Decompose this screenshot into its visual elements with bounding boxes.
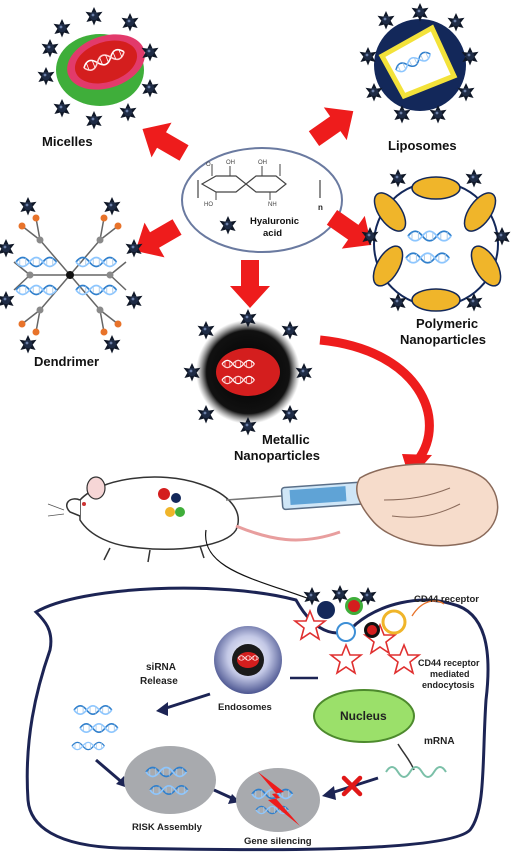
metallic-nanoparticle bbox=[183, 309, 313, 436]
liposome-nanoparticle bbox=[359, 3, 479, 124]
hyaluronic-acid-label: Hyaluronic bbox=[250, 216, 299, 227]
svg-text:HO: HO bbox=[204, 202, 213, 208]
hyaluronic-acid-label-2: acid bbox=[263, 228, 282, 239]
endocytosis-label-2: mediated bbox=[430, 669, 470, 679]
to-risk-arrow bbox=[95, 758, 125, 786]
nucleus-label: Nucleus bbox=[340, 709, 387, 723]
dendrimer-label: Dendrimer bbox=[34, 354, 99, 369]
sirna-release-label-2: Release bbox=[140, 676, 178, 687]
cd44-receptors bbox=[294, 585, 420, 674]
arrow-to-dendrimer bbox=[125, 209, 188, 269]
svg-text:OH: OH bbox=[226, 160, 235, 166]
dendrimer-nanoparticle bbox=[0, 197, 143, 354]
endocytosis-label-1: CD44 receptor bbox=[418, 658, 480, 668]
blocked-x-icon bbox=[341, 775, 363, 797]
sirna-release-label-1: siRNA bbox=[146, 662, 176, 673]
arrow-to-liposomes bbox=[302, 94, 365, 156]
arrow-to-metallic bbox=[230, 260, 270, 308]
polymeric-nanoparticle bbox=[361, 169, 511, 312]
arrow-to-micelles bbox=[132, 111, 195, 171]
polymer-subscript: n bbox=[318, 203, 323, 212]
syringe-illustration bbox=[225, 463, 499, 547]
svg-text:OH: OH bbox=[258, 160, 267, 166]
svg-text:O: O bbox=[206, 162, 211, 168]
release-arrow bbox=[159, 692, 211, 712]
gene-silencing bbox=[236, 768, 320, 832]
polymeric-label-2: Nanoparticles bbox=[400, 332, 486, 347]
risk-assembly-label: RISK Assembly bbox=[132, 822, 203, 833]
svg-text:NH: NH bbox=[268, 202, 277, 208]
polymeric-label: Polymeric bbox=[416, 316, 478, 331]
liposomes-label: Liposomes bbox=[388, 138, 457, 153]
mrna-label: mRNA bbox=[424, 736, 455, 747]
incoming-nanoparticles bbox=[303, 585, 407, 642]
micelles-label: Micelles bbox=[42, 134, 93, 149]
mouse-illustration bbox=[47, 476, 341, 563]
risk-assembly bbox=[124, 746, 216, 814]
micelle-nanoparticle bbox=[37, 7, 159, 130]
endocytosis-label-3: endocytosis bbox=[422, 680, 475, 690]
cd44-receptor-label: CD44 receptor bbox=[414, 594, 479, 605]
nucleus: Nucleus bbox=[313, 689, 415, 743]
endosomes-label: Endosomes bbox=[218, 702, 272, 713]
zoom-connector bbox=[205, 529, 313, 601]
gene-silencing-label: Gene silencing bbox=[244, 836, 312, 847]
metallic-label-2: Nanoparticles bbox=[234, 448, 320, 463]
mrna-strand bbox=[385, 766, 447, 778]
metallic-label: Metallic bbox=[262, 432, 310, 447]
hyaluronic-acid-structure: O OH OH HO NH n Hyaluronic acid bbox=[181, 147, 343, 253]
endosome bbox=[214, 626, 282, 694]
